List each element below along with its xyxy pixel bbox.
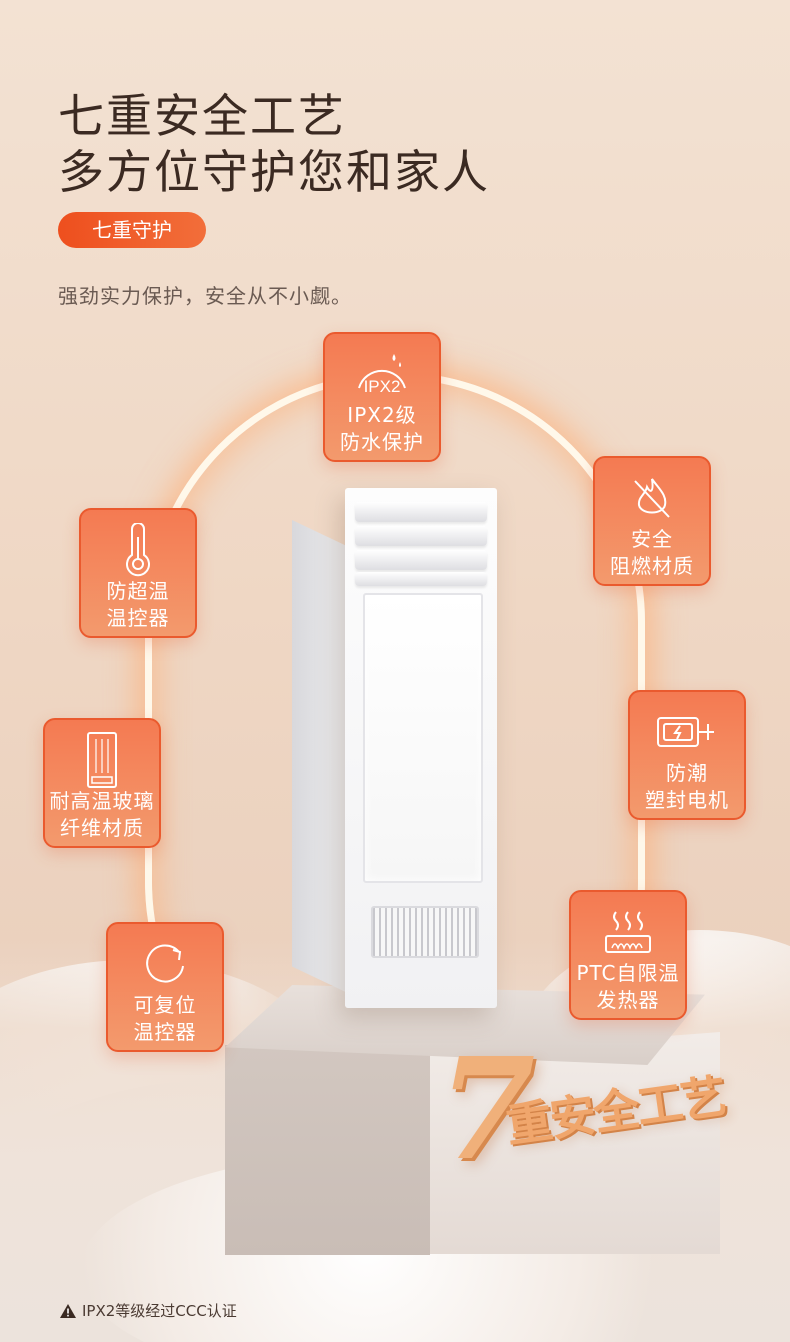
feature-line-2: 防水保护 [340,430,424,454]
feature-line-2: 纤维材质 [60,816,144,840]
feature-badge-flame-retardant: 安全 阻燃材质 [593,456,711,586]
pedestal-number: 7 [438,1028,536,1192]
feature-line-1: IPX2级 [347,403,417,427]
feature-line-2: 温控器 [106,606,170,630]
feature-line-1: 耐高温玻璃 [49,789,155,813]
air-vent [371,906,479,958]
bath-heater-device [345,488,497,1008]
feature-badge-waterproof: IPX2 IPX2级 防水保护 [323,332,441,462]
footnote-text: IPX2等级经过CCC认证 [82,1302,237,1320]
feature-line-1: 安全 [631,527,673,551]
page-title: 七重安全工艺 多方位守护您和家人 [58,88,490,200]
feature-badge-over-temp: 防超温 温控器 [79,508,197,638]
feature-line-1: 防潮 [666,761,708,785]
ptc-heater-icon [571,904,685,960]
reset-icon [108,936,222,992]
feature-line-1: 可复位 [133,993,197,1017]
feature-line-2: 温控器 [133,1020,197,1044]
louver [355,550,487,570]
warning-icon [60,1303,76,1318]
light-panel [363,593,483,883]
title-line-1: 七重安全工艺 [58,89,346,143]
feature-line-2: 塑封电机 [645,788,729,812]
title-line-2: 多方位守护您和家人 [58,145,490,199]
subtitle: 强劲实力保护，安全从不小觑。 [58,284,352,308]
feature-badge-ptc-heater: PTC自限温 发热器 [569,890,687,1020]
feature-badge-glass-fiber: 耐高温玻璃 纤维材质 [43,718,161,848]
feature-line-1: PTC自限温 [576,961,680,985]
thermometer-icon [81,522,195,578]
ipx2-icon-text: IPX2 [364,377,401,396]
flame-retardant-icon [595,470,709,526]
ipx2-waterproof-icon: IPX2 [325,346,439,402]
pedestal-left-face [225,1045,430,1255]
louver [355,526,487,546]
louver [355,572,487,586]
glass-fiber-icon [45,732,159,788]
feature-badge-sealed-motor: 防潮 塑封电机 [628,690,746,820]
pedestal-front-face [430,1032,720,1254]
heater-side [292,520,352,995]
protection-tag: 七重守护 [58,212,206,248]
feature-line-1: 防超温 [106,579,170,603]
certification-note: IPX2等级经过CCC认证 [60,1300,237,1321]
feature-badge-resettable: 可复位 温控器 [106,922,224,1052]
louver [355,502,487,522]
sealed-motor-icon [630,704,744,760]
feature-line-2: 发热器 [596,988,660,1012]
feature-line-2: 阻燃材质 [610,554,694,578]
